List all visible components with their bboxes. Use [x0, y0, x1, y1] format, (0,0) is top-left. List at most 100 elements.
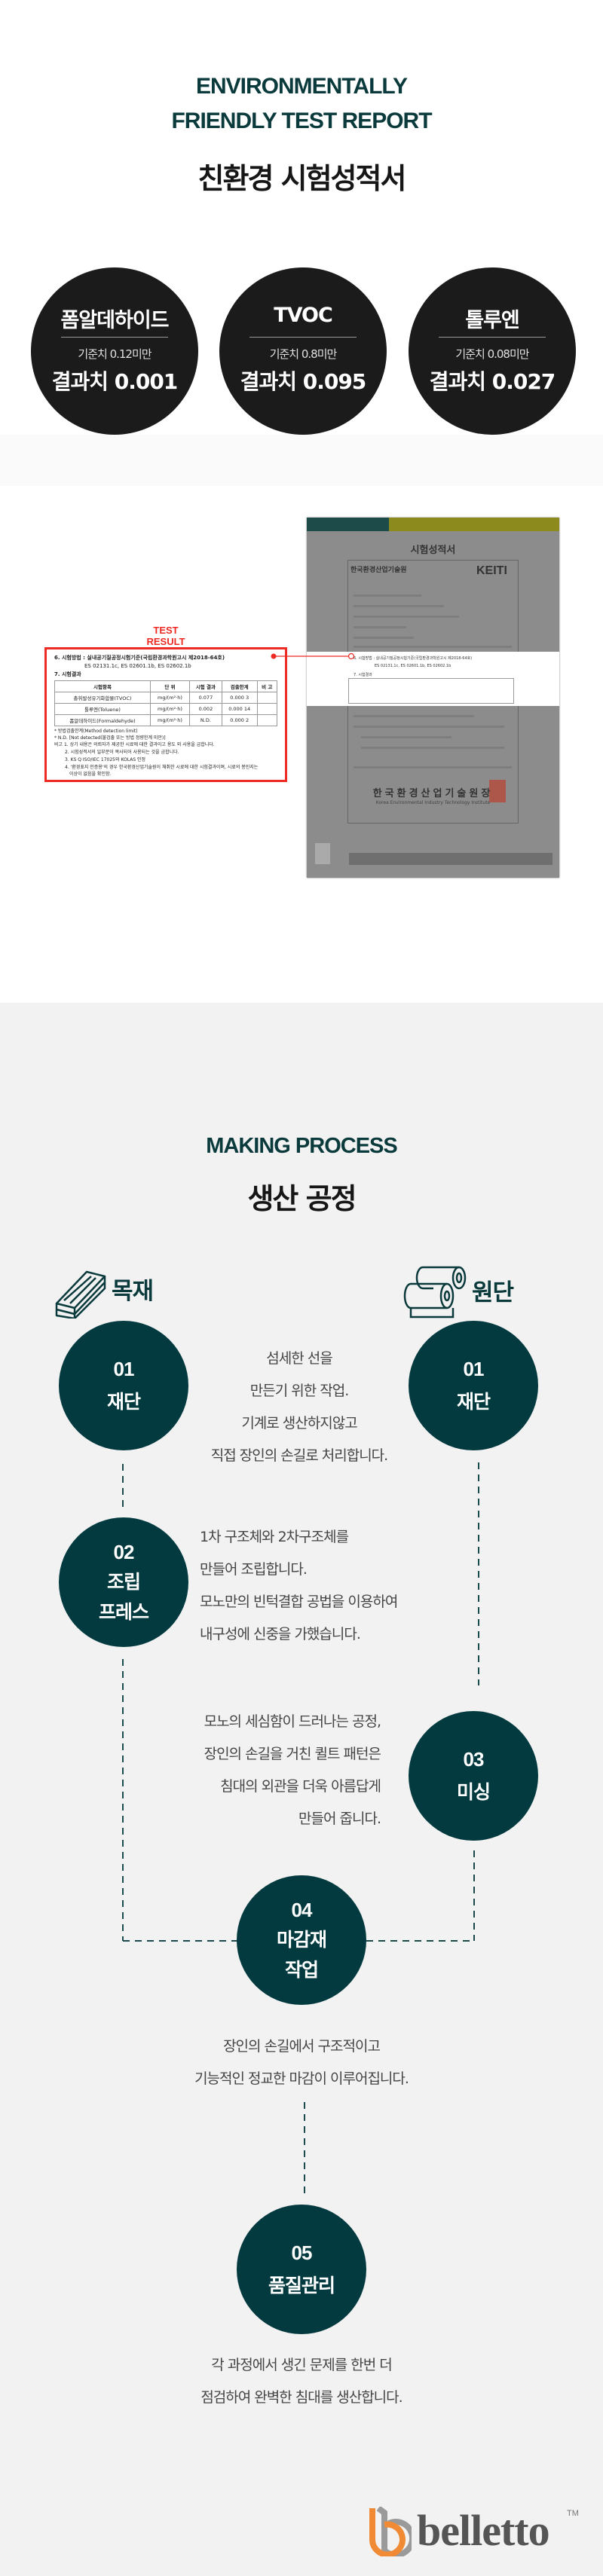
- step-01-wood-circle: 01 재단: [59, 1321, 188, 1450]
- result-value: 결과치 0.001: [51, 369, 179, 394]
- doc-text-line: [354, 594, 421, 597]
- result-circle-formaldehyde: 폼알데하이드 기준치 0.12미만 결과치 0.001: [31, 267, 198, 435]
- step-name: 미싱: [456, 1781, 491, 1803]
- step-number: 03: [463, 1748, 485, 1771]
- result-circle-toluene: 톨루엔 기준치 0.08미만 결과치 0.027: [409, 267, 576, 435]
- step-02-circle: 02 조립 프레스: [59, 1517, 188, 1647]
- barcode: [349, 853, 552, 865]
- brand-name: belletto: [417, 2506, 550, 2555]
- note: 4. '환경표지 인증용'의 경우 한국환경산업기술원이 채취한 시료에 대한 …: [65, 765, 259, 770]
- step-number: 02: [113, 1541, 135, 1563]
- connector-dot: [271, 653, 277, 659]
- doc-text-line: [354, 616, 459, 618]
- table-header: 단 위: [149, 680, 190, 692]
- step-name: 재단: [106, 1391, 141, 1413]
- note: * 방법검출한계(Method detection limit): [54, 729, 138, 734]
- test-method: 6. 시험방법 : 실내공기질공정시험기준(국립환경과학원고시 제2018-64…: [54, 655, 225, 661]
- step-number: 05: [291, 2241, 313, 2264]
- desc-line: 기능적인 정교한 마감이 이루어집니다.: [194, 2070, 409, 2087]
- test-result-label: TEST RESULT: [146, 625, 185, 647]
- wood-planks-icon: [55, 1270, 106, 1319]
- result-value: 결과치 0.027: [429, 369, 556, 394]
- report-title-en-2: FRIENDLY TEST REPORT: [171, 108, 432, 133]
- step-name: 품질관리: [268, 2275, 335, 2296]
- step-05-circle: 05 품질관리: [237, 2205, 366, 2334]
- doc-text-line: [354, 605, 444, 607]
- doc-text-line: [361, 747, 504, 749]
- step-04-circle: 04 마감재 작업: [237, 1875, 366, 2005]
- result-name: TVOC: [274, 304, 333, 327]
- desc-line: 섬세한 선을: [266, 1350, 332, 1367]
- desc-line: 내구성에 신중을 가했습니다.: [200, 1626, 361, 1642]
- doc-method: 6. 시험방법 : 실내공기질공정시험기준(국립환경과학원고시 제2018-64…: [354, 656, 473, 661]
- doc-header-band: [307, 518, 389, 531]
- step-number: 04: [291, 1899, 313, 1921]
- divider: [61, 337, 168, 338]
- step-01-fabric-circle: 01 재단: [409, 1321, 538, 1450]
- test-method-codes: ES 02131.1c, ES 02601.1b, ES 02602.1b: [84, 663, 191, 669]
- step-02-description: 1차 구조체와 2차구조체를 만들어 조립합니다. 모노만의 빈턱결합 공법을 …: [200, 1521, 398, 1651]
- cell: N.D.: [188, 714, 222, 726]
- desc-line: 점검하여 완벽한 침대를 생산합니다.: [200, 2389, 403, 2406]
- note: 2. 시험성적서의 일부분이 복사되어 사용되는 것을 금합니다.: [65, 750, 179, 755]
- trademark: TM: [567, 2509, 579, 2518]
- table-row: 톨루엔(Toluene) mg/(m²·h) 0.002 0.000 14: [54, 703, 278, 715]
- step-number: 01: [463, 1358, 485, 1380]
- desc-line: 만들어 조립합니다.: [200, 1561, 308, 1578]
- result-value: 결과치 0.095: [240, 369, 367, 394]
- doc-highlight-band: 6. 시험방법 : 실내공기질공정시험기준(국립환경과학원고시 제2018-64…: [307, 652, 559, 706]
- cell: [256, 714, 278, 726]
- table-row: 폼알데하이드(Formaldehyde) mg/(m²·h) N.D. 0.00…: [54, 714, 278, 726]
- process-title-ko: 생산 공정: [247, 1182, 357, 1215]
- desc-line: 만든기 위한 작업.: [249, 1383, 349, 1399]
- doc-text-line: [354, 637, 414, 639]
- step-name: 프레스: [98, 1601, 149, 1623]
- doc-text-line: [354, 626, 406, 628]
- doc-text-line: [354, 766, 512, 769]
- test-result-table: 시험항목 단 위 시험 결과 검출한계 비 고 총휘발성유기화합물(TVOC) …: [54, 680, 278, 726]
- result-standard: 기준치 0.12미만: [78, 347, 152, 361]
- step-name: 재단: [456, 1391, 491, 1413]
- doc-title: 시험성적서: [410, 545, 456, 556]
- report-title-en-1: ENVIRONMENTALLY: [195, 74, 408, 99]
- doc-method-codes: ES 02131.1c, ES 02601.1b, ES 02602.1b: [375, 664, 451, 668]
- doc-issuer: 한국환경산업기술원장: [372, 788, 494, 799]
- note: 이상이 없음을 확인함.: [69, 772, 112, 777]
- doc-section: 7. 시험결과: [354, 673, 372, 677]
- desc-line: 모노만의 빈턱결합 공법을 이용하여: [200, 1594, 398, 1610]
- fabric-roll-icon: [403, 1266, 467, 1319]
- desc-line: 기계로 생산하지않고: [241, 1415, 357, 1432]
- desc-line: 각 과정에서 생긴 문제를 한번 더: [211, 2357, 392, 2373]
- step-name: 작업: [284, 1959, 319, 1981]
- doc-issuer-en: Korea Environmental Industry Technology …: [375, 800, 491, 805]
- keiti-logo: KEITI: [476, 564, 507, 577]
- desc-line: 침대의 외관을 더욱 아름답게: [220, 1778, 381, 1795]
- result-circle-tvoc: TVOC 기준치 0.8미만 결과치 0.095: [219, 267, 387, 435]
- result-name: 폼알데하이드: [60, 309, 169, 332]
- cell: mg/(m²·h): [149, 714, 190, 726]
- divider: [439, 337, 546, 338]
- doc-text-line: [354, 646, 512, 648]
- step-05-description: 각 과정에서 생긴 문제를 한번 더 점검하여 완벽한 침대를 생산합니다.: [0, 2349, 603, 2414]
- material-wood-label: 목재: [112, 1278, 154, 1305]
- report-title-ko: 친환경 시험성적서: [197, 162, 407, 195]
- note: 3. KS Q ISO/IEC 17025와 KOLAS 인정: [65, 757, 146, 762]
- step-04-description: 장인의 손길에서 구조적이고 기능적인 정교한 마감이 이루어집니다.: [0, 2031, 603, 2095]
- desc-line: 장인의 손길을 거친 퀼트 패턴은: [204, 1746, 381, 1762]
- divider: [249, 337, 357, 338]
- desc-line: 모노의 세심함이 드러나는 공정,: [204, 1713, 381, 1730]
- doc-text-line: [361, 736, 451, 738]
- desc-line: 만들어 줍니다.: [298, 1811, 381, 1827]
- doc-text-line: [354, 726, 504, 728]
- result-standard: 기준치 0.08미만: [455, 347, 529, 361]
- result-standard: 기준치 0.8미만: [269, 347, 338, 361]
- result-name: 톨루엔: [465, 309, 520, 332]
- note: * N.D. [Not detected(불검출 또는 방법 정량한계 미만)]: [54, 735, 166, 741]
- step-01-description: 섬세한 선을 만든기 위한 작업. 기계로 생산하지않고 직접 장인의 손길로 …: [151, 1343, 448, 1472]
- qr-code: [315, 843, 330, 864]
- desc-line: 장인의 손길에서 구조적이고: [223, 2038, 381, 2055]
- process-path: [122, 1462, 479, 2194]
- desc-line: 직접 장인의 손길로 처리합니다.: [210, 1447, 388, 1464]
- step-name: 조립: [106, 1571, 141, 1593]
- doc-org: 한국환경산업기술원: [350, 567, 407, 574]
